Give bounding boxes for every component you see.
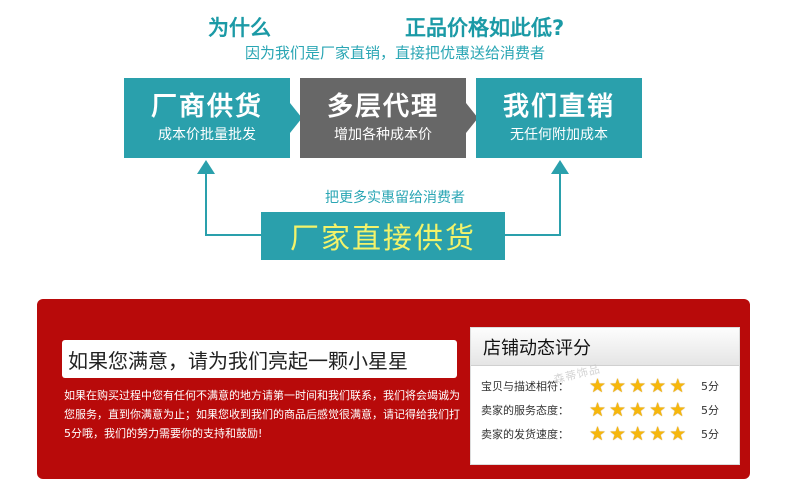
star-icon: ★ [589,422,607,445]
rating-stars: ★★★★★ [589,374,697,397]
rating-score: 5分 [701,380,719,393]
flow-box-direct: 我们直销 无任何附加成本 [476,78,642,158]
rating-row-shipping: 卖家的发货速度： ★★★★★ 5分 [481,422,739,446]
rating-request-text: 如果在购买过程中您有任何不满意的地方请第一时间和我们联系，我们将会竭诚为您服务，… [64,389,460,440]
star-icon: ★ [669,422,687,445]
rating-stars: ★★★★★ [589,398,697,421]
factory-direct-banner: 厂家直接供货 [261,212,505,260]
rating-score: 5分 [701,404,719,417]
direct-sale-subtitle: 因为我们是厂家直销，直接把优惠送给消费者 [244,44,545,62]
star-icon: ★ [589,398,607,421]
star-icon: ★ [629,422,647,445]
star-icon: ★ [649,398,667,421]
star-icon: ★ [629,398,647,421]
rating-row-service: 卖家的服务态度： ★★★★★ 5分 [481,398,739,422]
why-heading: 为什么 [208,16,271,40]
flow-box-sub: 增加各种成本价 [334,127,432,143]
star-icon: ★ [609,374,627,397]
shop-rating-card: 店铺动态评分 宝贝与描述相符： ★★★★★ 5分 卖家的服务态度： ★★★★★ … [470,327,740,465]
arrow-right-icon [290,103,302,133]
flow-box-sub: 成本价批量批发 [158,127,256,143]
flow-box-agents: 多层代理 增加各种成本价 [300,78,466,158]
rating-rows: 宝贝与描述相符： ★★★★★ 5分 卖家的服务态度： ★★★★★ 5分 卖家的发… [471,366,739,446]
flow-box-title: 多层代理 [326,92,439,122]
star-icon: ★ [629,374,647,397]
star-icon: ★ [649,422,667,445]
rating-row-description: 宝贝与描述相符： ★★★★★ 5分 [481,374,739,398]
star-icon: ★ [609,398,627,421]
star-icon: ★ [649,374,667,397]
rating-request-heading: 如果您满意，请为我们亮起一颗小星星 [62,340,457,378]
flow-box-title: 我们直销 [502,92,615,122]
connector-line [505,234,561,236]
star-icon: ★ [669,398,687,421]
flow-box-title: 厂商供货 [150,92,263,122]
arrow-right-icon [466,103,478,133]
connector-line [205,234,261,236]
rating-label: 宝贝与描述相符： [481,380,569,393]
loop-caption: 把更多实惠留给消费者 [325,190,465,206]
star-icon: ★ [589,374,607,397]
rating-stars: ★★★★★ [589,422,697,445]
rating-label: 卖家的发货速度： [481,428,569,441]
arrow-up-icon [197,160,215,174]
rating-label: 卖家的服务态度： [481,404,569,417]
connector-line [205,172,207,236]
star-icon: ★ [609,422,627,445]
flow-box-sub: 无任何附加成本 [510,127,608,143]
flow-box-manufacturer: 厂商供货 成本价批量批发 [124,78,290,158]
shop-rating-title: 店铺动态评分 [471,328,739,366]
price-low-heading: 正品价格如此低? [405,16,565,40]
rating-score: 5分 [701,428,719,441]
star-icon: ★ [669,374,687,397]
connector-line [559,172,561,236]
arrow-up-icon [551,160,569,174]
